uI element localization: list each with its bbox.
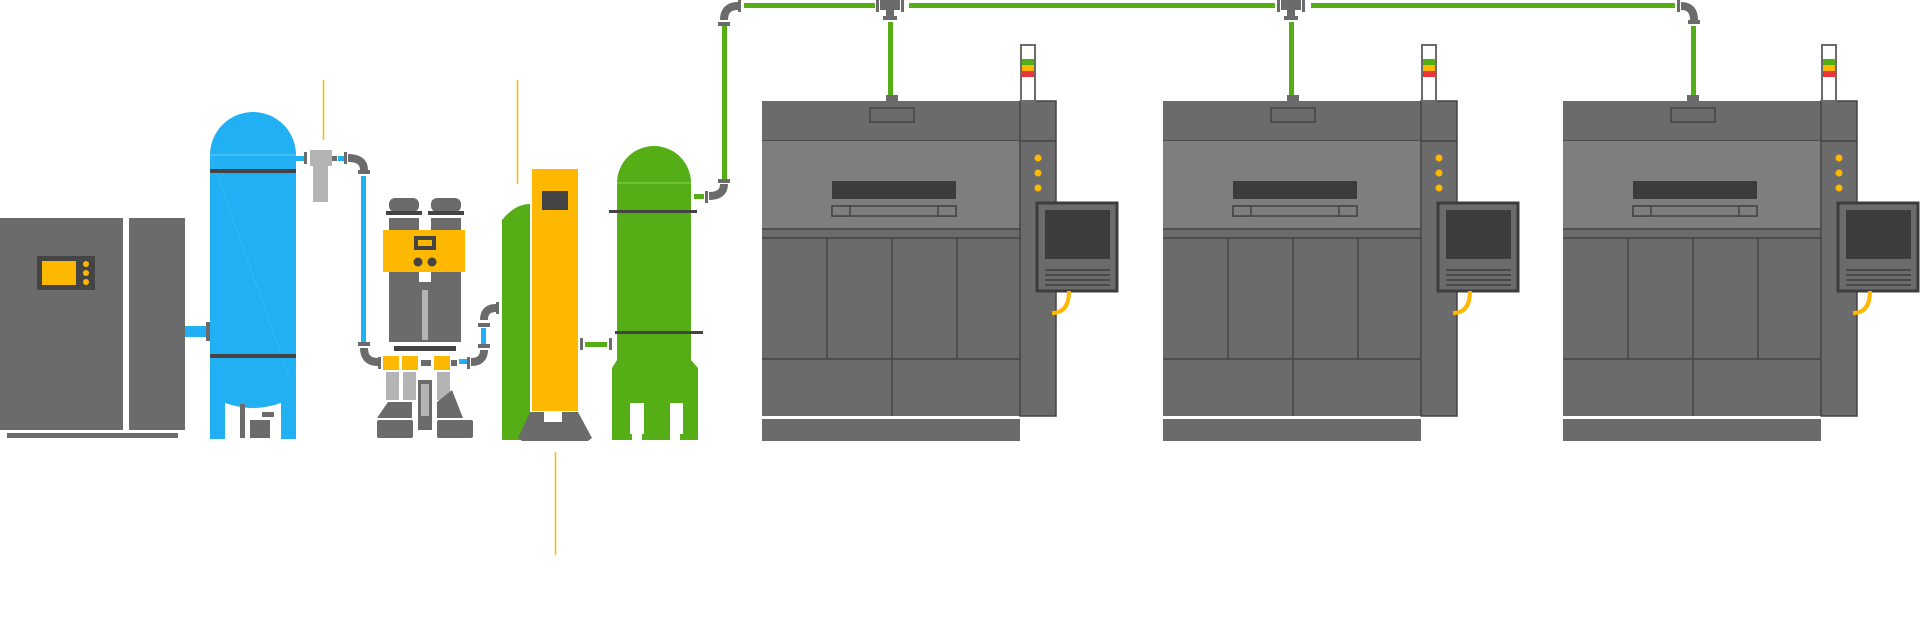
3d-printer-icon: [760, 43, 1119, 443]
nitrogen-tank-icon: [609, 146, 703, 440]
compressor-icon: [0, 218, 185, 438]
desiccant-dryer-icon: [377, 198, 473, 438]
buffer-tank-icon: [502, 204, 530, 440]
nitrogen-generator-icon: [518, 169, 592, 441]
air-tank-icon: [210, 112, 296, 439]
filter-icon: [310, 150, 332, 202]
3d-printer-icon: [1561, 43, 1920, 443]
3d-printer-icon: [1161, 43, 1520, 443]
end-elbow: [1677, 0, 1700, 96]
tee-fitting-2: [1277, 0, 1305, 96]
tee-fitting-1: [876, 0, 904, 96]
